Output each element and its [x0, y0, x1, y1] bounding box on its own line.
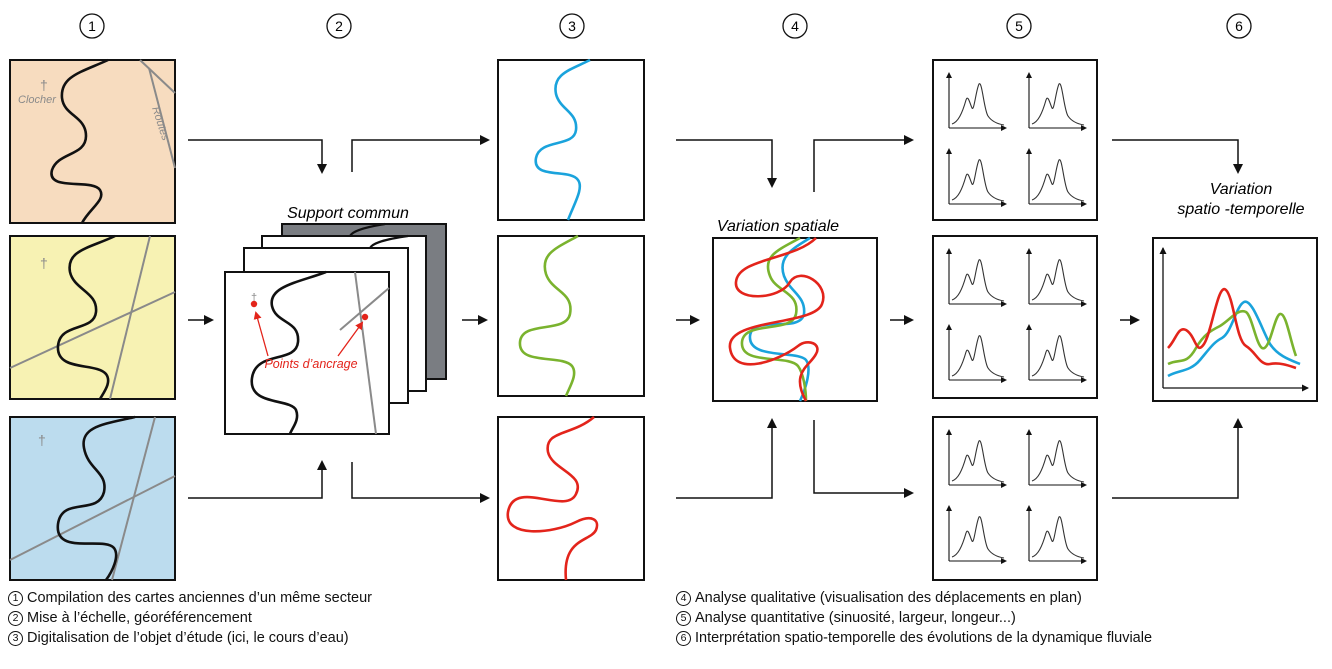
step-6-badge: 6 [1226, 13, 1252, 39]
mini-graph-2 [1026, 72, 1087, 131]
svg-text:3: 3 [568, 18, 576, 34]
arrows-to-temporal [1112, 139, 1243, 499]
anchor-point-2 [361, 313, 369, 321]
old-map-3: † [9, 415, 176, 581]
step-5-badge: 5 [1006, 13, 1032, 39]
church-cross-icon-2: † [40, 255, 48, 271]
mini-graph-7 [946, 324, 1007, 383]
spatio-temporal-label-1: Variation [1210, 181, 1273, 198]
old-map-2: † [9, 234, 176, 400]
mini-graph-11 [946, 505, 1007, 564]
mini-graph-12 [1026, 505, 1087, 564]
mini-graph-5 [946, 248, 1007, 307]
mini-graph-4 [1026, 148, 1087, 207]
step-1-badge: 1 [79, 13, 105, 39]
mini-graph-8 [1026, 324, 1087, 383]
arrows-to-digitized [351, 135, 490, 503]
spatio-temporal-panel: Variation spatio -temporelle [1152, 181, 1318, 402]
svg-text:1: 1 [88, 18, 96, 34]
quant-panel-2 [932, 235, 1098, 399]
mini-graph-10 [1026, 429, 1087, 488]
quantitative-panels [932, 59, 1098, 581]
digitized-river-3 [497, 416, 645, 581]
support-cross-icon: † [251, 292, 257, 304]
step-2-badge: 2 [326, 13, 352, 39]
digitized-river-1 [497, 58, 645, 221]
church-cross-icon: † [40, 77, 48, 93]
svg-text:2: 2 [335, 18, 343, 34]
digitized-river-2 [497, 234, 645, 397]
spatio-temporal-label-2: spatio -temporelle [1177, 201, 1304, 218]
mini-graph-1 [946, 72, 1007, 131]
support-label: Support commun [287, 205, 409, 222]
anchor-label: Points d’ancrage [264, 357, 357, 371]
old-map-1: † Clocher Routes [9, 58, 176, 224]
church-cross-icon-3: † [38, 432, 46, 448]
mini-graph-6 [1026, 248, 1087, 307]
mini-graph-9 [946, 429, 1007, 488]
svg-text:6: 6 [1235, 18, 1243, 34]
church-label: Clocher [18, 94, 57, 106]
arrows-to-quantitative [813, 135, 914, 498]
anchor-point-1 [250, 300, 258, 308]
step-3-badge: 3 [559, 13, 585, 39]
common-support-stack: Support commun † Points d’ancrage [224, 205, 447, 435]
spatial-variation-panel: Variation spatiale [712, 218, 878, 402]
arrows-to-spatial [676, 139, 777, 499]
step-numbers: 1 2 3 4 5 6 [79, 13, 1252, 39]
svg-text:4: 4 [791, 18, 799, 34]
arrows-to-support [188, 139, 327, 499]
spatial-label: Variation spatiale [717, 218, 839, 235]
quant-panel-3 [932, 416, 1098, 581]
svg-text:5: 5 [1015, 18, 1023, 34]
step-4-badge: 4 [782, 13, 808, 39]
mini-graph-3 [946, 148, 1007, 207]
